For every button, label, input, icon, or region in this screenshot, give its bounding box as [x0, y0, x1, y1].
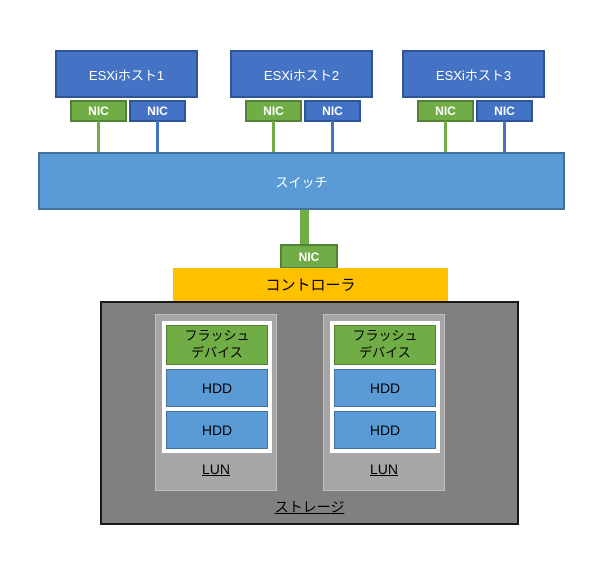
esxi-host-label-1: ESXiホスト1	[88, 67, 165, 83]
nic-box-green-1: NIC	[70, 100, 127, 122]
nic-switch-link-green-1	[97, 121, 100, 152]
controller-label: コントローラ	[265, 277, 356, 294]
hdd-box: HDD	[166, 411, 268, 449]
flash-device-box: フラッシュ デバイス	[166, 325, 268, 365]
flash-device-label: フラッシュ デバイス	[184, 328, 250, 360]
controller-box: コントローラ	[173, 268, 448, 301]
nic-box-green-3: NIC	[417, 100, 474, 122]
esxi-host-label-3: ESXiホスト3	[435, 67, 512, 83]
switch-box: スイッチ	[38, 152, 565, 210]
flash-device-box: フラッシュ デバイス	[334, 325, 436, 365]
nic-label: NIC	[298, 249, 320, 264]
hdd-label: HDD	[369, 380, 401, 396]
nic-label: NIC	[147, 104, 168, 118]
hdd-box: HDD	[334, 411, 436, 449]
esxi-host-group-3: ESXiホスト3 NIC NIC	[402, 50, 545, 153]
storage-label: ストレージ	[274, 499, 345, 515]
nic-label: NIC	[322, 104, 343, 118]
flash-device-label: フラッシュ デバイス	[352, 328, 418, 360]
hdd-box: HDD	[334, 369, 436, 407]
nic-label: NIC	[494, 104, 515, 118]
nic-box-blue-1: NIC	[129, 100, 186, 122]
esxi-host-group-2: ESXiホスト2 NIC NIC	[230, 50, 373, 153]
nic-label: NIC	[435, 104, 456, 118]
esxi-host-box-2: ESXiホスト2	[230, 50, 373, 98]
nic-switch-link-green-2	[272, 121, 275, 152]
device-panel-2: フラッシュ デバイス HDD HDD	[330, 321, 440, 453]
esxi-host-box-1: ESXiホスト1	[55, 50, 198, 98]
hdd-label: HDD	[369, 422, 401, 438]
lun-group-2: フラッシュ デバイス HDD HDD LUN	[323, 314, 445, 491]
nic-box-green-2: NIC	[245, 100, 302, 122]
nic-label: NIC	[88, 104, 109, 118]
hdd-label: HDD	[201, 380, 233, 396]
lun-label: LUN	[369, 461, 398, 477]
device-panel-1: フラッシュ デバイス HDD HDD	[162, 321, 272, 453]
storage-nic-box: NIC	[280, 244, 338, 269]
esxi-host-box-3: ESXiホスト3	[402, 50, 545, 98]
nic-label: NIC	[263, 104, 284, 118]
nic-switch-link-blue-3	[503, 121, 506, 152]
nic-box-blue-3: NIC	[476, 100, 533, 122]
hdd-label: HDD	[201, 422, 233, 438]
switch-label: スイッチ	[275, 174, 328, 190]
nic-box-blue-2: NIC	[304, 100, 361, 122]
esxi-host-group-1: ESXiホスト1 NIC NIC	[55, 50, 198, 153]
switch-storage-uplink	[300, 210, 309, 244]
nic-switch-link-green-3	[444, 121, 447, 152]
nic-switch-link-blue-1	[156, 121, 159, 152]
lun-label: LUN	[201, 461, 230, 477]
storage-box: フラッシュ デバイス HDD HDD LUN フラッシュ デバイス HDD	[100, 301, 519, 525]
nic-switch-link-blue-2	[331, 121, 334, 152]
hdd-box: HDD	[166, 369, 268, 407]
lun-group-1: フラッシュ デバイス HDD HDD LUN	[155, 314, 277, 491]
esxi-host-label-2: ESXiホスト2	[263, 67, 340, 83]
